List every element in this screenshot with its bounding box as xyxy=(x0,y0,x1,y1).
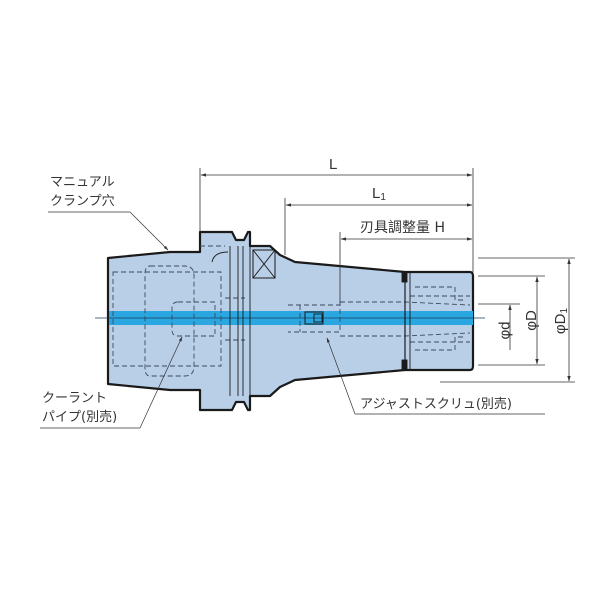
dimension-d: φd xyxy=(496,321,514,340)
dimension-L: L xyxy=(329,156,338,173)
dimension-D1-sub: 1 xyxy=(559,307,571,314)
coolant-channel xyxy=(95,311,485,325)
adjust-screw-label: アジャストスクリュ(別売) xyxy=(360,397,512,412)
manual-clamp-hole-label-1: マニュアル xyxy=(50,175,115,190)
manual-clamp-hole-label-2: クランプ穴 xyxy=(50,194,115,209)
coolant-pipe-label-1: クーラント xyxy=(42,391,108,406)
dimension-H: 刃具調整量 H xyxy=(360,220,445,236)
dimension-D1: φD1 xyxy=(552,308,570,334)
leader-lines xyxy=(40,211,545,429)
dimension-D: φD xyxy=(522,310,540,331)
coolant-pipe-label-2: パイプ(別売) xyxy=(42,410,118,425)
dimension-L1-sub: 1 xyxy=(380,192,386,203)
dimension-lines xyxy=(199,168,575,383)
dimension-L1-main: L xyxy=(372,185,381,202)
internal-solid-lines xyxy=(211,246,411,396)
dimension-D1-main: φD xyxy=(552,313,570,335)
dimension-L1: L1 xyxy=(372,185,386,203)
